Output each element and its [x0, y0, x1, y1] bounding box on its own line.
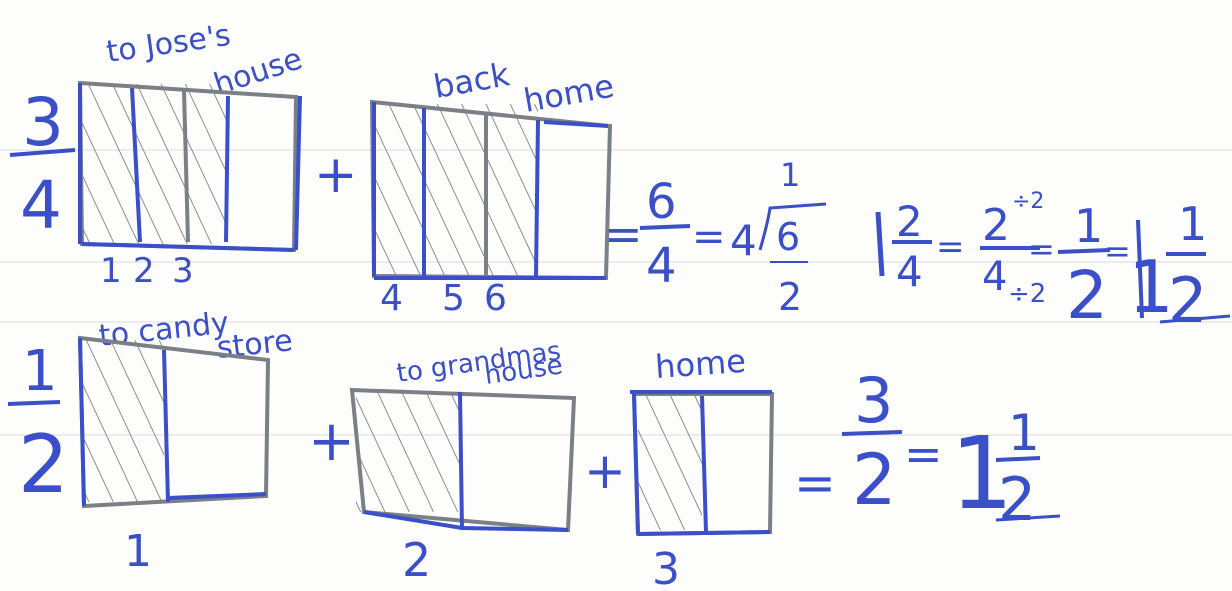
divider — [182, 89, 190, 243]
answer-denominator: 2 — [998, 465, 1036, 535]
fraction-bar — [639, 224, 691, 230]
simplify-step: 2 ÷2 4 ÷2 — [980, 189, 1046, 309]
equals-sign: = — [604, 207, 643, 261]
fraction-numerator: 1 — [22, 339, 58, 404]
fraction-model-halves-second — [349, 387, 577, 533]
fraction-numerator: 6 — [646, 174, 677, 230]
count-number: 2 — [402, 533, 431, 587]
equals-sign: = — [1104, 232, 1131, 270]
fraction-model-fourths — [77, 80, 302, 253]
count-number: 1 — [124, 526, 152, 577]
simplify-numerator: 2 — [982, 200, 1010, 251]
label-home: home — [654, 342, 747, 386]
fraction-bar — [841, 430, 903, 436]
model-outline-ink — [78, 83, 302, 252]
fraction-numerator: 3 — [854, 364, 893, 437]
divider — [130, 87, 142, 243]
fraction-bar — [995, 456, 1041, 462]
answer-underline — [995, 514, 1061, 522]
fraction-three-halves: 3 2 — [841, 364, 903, 521]
count-number: 3 — [652, 544, 680, 591]
count-number: 5 — [442, 278, 465, 319]
answer-one-and-one-half-second: 1 1 2 — [950, 404, 1061, 535]
shaded-region — [376, 104, 538, 276]
label-line: back — [431, 55, 513, 106]
answer-one-and-one-half: 1 1 2 — [1128, 197, 1231, 337]
division-bracket — [758, 202, 827, 251]
fraction-bar — [9, 148, 76, 157]
answer-separator — [1136, 219, 1144, 319]
fraction-model-fourths-second — [369, 99, 613, 281]
answer-numerator: 1 — [1008, 404, 1040, 462]
separator-bar — [875, 211, 885, 277]
model-outline-ink — [363, 391, 569, 532]
shaded-region — [356, 392, 460, 512]
fraction-bar — [7, 400, 61, 406]
plus-sign: + — [584, 442, 626, 500]
equals-sign: = — [904, 427, 943, 481]
equals-sign: = — [794, 454, 836, 512]
fraction-one-half-start: 1 2 — [7, 339, 69, 511]
fraction-one-half: 1 2 — [1057, 199, 1111, 334]
division-remainder: 2 — [778, 275, 802, 319]
model-outline-ink — [630, 390, 772, 536]
model-outline-ink — [78, 337, 267, 507]
answer-underline — [1159, 314, 1231, 324]
model-outline-ink — [372, 102, 609, 280]
long-division: 1 4 6 2 — [730, 156, 827, 319]
fraction-three-fourths: 3 4 — [9, 84, 76, 244]
plus-sign: + — [308, 409, 355, 474]
answer-whole: 1 — [950, 415, 1014, 532]
division-quotient: 1 — [780, 156, 800, 194]
count-number: 6 — [484, 278, 507, 319]
fraction-bar — [1057, 248, 1111, 254]
plus-sign: + — [314, 145, 358, 205]
fraction-denominator: 2 — [18, 418, 69, 511]
answer-numerator: 1 — [1178, 197, 1207, 251]
fraction-denominator: 2 — [852, 439, 897, 521]
fraction-denominator: 2 — [1066, 257, 1108, 334]
count-number: 4 — [380, 278, 403, 319]
fraction-denominator: 4 — [646, 238, 677, 294]
fraction-two-fourths: 2 4 — [892, 197, 932, 296]
count-number: 1 — [100, 251, 122, 291]
fraction-denominator: 4 — [896, 247, 923, 296]
label-to-grandmas-house: to grandmas house — [395, 336, 565, 391]
fraction-numerator: 3 — [22, 84, 64, 161]
count-number: 3 — [172, 251, 194, 291]
simplify-denominator-divisor: ÷2 — [1008, 279, 1046, 309]
equals-sign: = — [692, 214, 726, 260]
count-number: 2 — [133, 251, 155, 291]
shaded-region — [638, 396, 702, 530]
ruled-lines — [0, 149, 1232, 436]
simplify-numerator-divisor: ÷2 — [1012, 189, 1044, 214]
answer-whole: 1 — [1128, 245, 1174, 329]
label-line: to Jose's — [104, 18, 232, 70]
division-divisor: 4 — [730, 216, 757, 265]
fraction-numerator: 2 — [896, 197, 923, 246]
answer-denominator: 2 — [1168, 264, 1207, 337]
problem-1: 3 4 to Jose's house 1 2 3 + back hom — [9, 18, 1231, 337]
simplify-denominator: 4 — [982, 254, 1007, 300]
shaded-region — [82, 340, 164, 502]
equals-sign: = — [936, 227, 965, 267]
fraction-model-halves-third — [630, 390, 775, 537]
shaded-region — [82, 84, 228, 244]
problem-2: 1 2 to candy store 1 + to grandmas house — [7, 306, 1061, 591]
counts-first-model: 1 2 3 — [100, 251, 194, 291]
fraction-denominator: 4 — [20, 167, 62, 244]
fraction-numerator: 1 — [1074, 199, 1103, 253]
fraction-six-fourths: 6 4 — [639, 174, 691, 294]
counts-second-model: 4 5 6 — [380, 278, 507, 319]
fraction-model-halves — [77, 335, 271, 509]
equals-sign: = — [1028, 230, 1055, 268]
division-dividend: 6 — [776, 215, 800, 259]
